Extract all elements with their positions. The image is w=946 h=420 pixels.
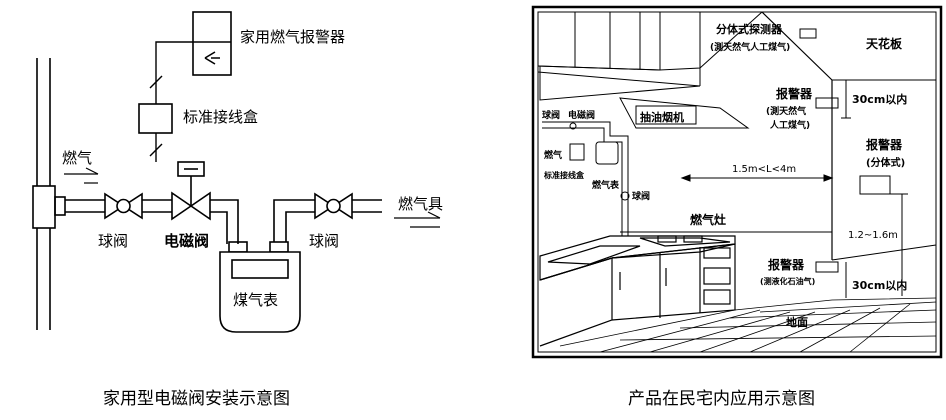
solenoid-valve-symbol	[171, 161, 211, 221]
dist-bottom-label: 30cm以内	[852, 278, 907, 292]
junction-box-symbol	[138, 103, 173, 134]
ball-valve-left-symbol	[104, 192, 143, 220]
alarm-upper-sublabel-2: 人工煤气)	[769, 119, 810, 131]
solenoid-label: 电磁阀	[568, 109, 595, 121]
split-detector-sublabel: (測天然气人工煤气)	[710, 41, 790, 53]
split-detector-device	[799, 28, 817, 39]
dimension-lines	[680, 80, 908, 298]
alarm-split-label: 报警器	[866, 137, 903, 152]
upper-cabinets	[537, 11, 763, 101]
appliance-label: 燃气具	[398, 195, 443, 213]
hood-label: 抽油烟机	[640, 110, 684, 124]
split-detector-label: 分体式探测器	[716, 22, 783, 36]
solenoid-valve-label: 电磁阀	[164, 232, 209, 250]
ball-valve-right-label: 球阀	[309, 232, 339, 250]
dist-top-label: 30cm以内	[852, 92, 907, 106]
alarm-label: 家用燃气报警器	[240, 28, 345, 46]
gas-pipe-wall	[542, 121, 630, 242]
range-hood	[619, 97, 750, 129]
left-diagram	[32, 11, 441, 333]
stove-label: 燃气灶	[690, 212, 726, 227]
meter-label: 煤气表	[233, 291, 278, 309]
junction-box-right-label: 标准接线盒	[543, 170, 585, 180]
ball-valve-a-label: 球阀	[542, 109, 560, 121]
lower-cabinets	[539, 243, 736, 347]
alarm-device-symbol	[192, 11, 232, 76]
alarm-upper-sublabel-1: (測天然气	[766, 105, 806, 117]
floor-tiles	[559, 297, 937, 353]
floor-label: 地面	[786, 315, 808, 329]
alarm-lower-device	[815, 261, 839, 273]
gas-in-label: 燃气	[62, 149, 92, 167]
alarm-upper-label: 报警器	[776, 86, 813, 101]
alarm-upper-device	[815, 97, 839, 109]
alarm-split-sublabel: (分体式)	[866, 156, 905, 169]
gas-inflow-arrow	[64, 167, 99, 184]
right-caption: 产品在民宅内应用示意图	[628, 389, 815, 409]
right-diagram	[531, 5, 943, 359]
pipe-gas-label: 燃气	[544, 149, 562, 161]
junction-box-label: 标准接线盒	[183, 108, 258, 126]
signal-wiring	[149, 41, 193, 162]
left-caption: 家用型电磁阀安装示意图	[103, 389, 290, 409]
gas-outflow-arrow	[394, 211, 441, 228]
height-range-label: 1.2~1.6m	[848, 230, 898, 241]
alarm-lower-sublabel: (测液化石油气)	[760, 276, 815, 286]
ball-valve-left-label: 球阀	[98, 232, 128, 250]
ceiling-label: 天花板	[866, 36, 903, 51]
gas-meter-label: 燃气表	[592, 179, 620, 191]
horiz-range-label: 1.5m<L<4m	[732, 164, 796, 175]
ball-valve-right-symbol	[314, 192, 353, 220]
alarm-split-device	[859, 175, 891, 195]
ball-valve-b-label: 球阀	[632, 190, 650, 202]
alarm-lower-label: 报警器	[768, 257, 805, 272]
